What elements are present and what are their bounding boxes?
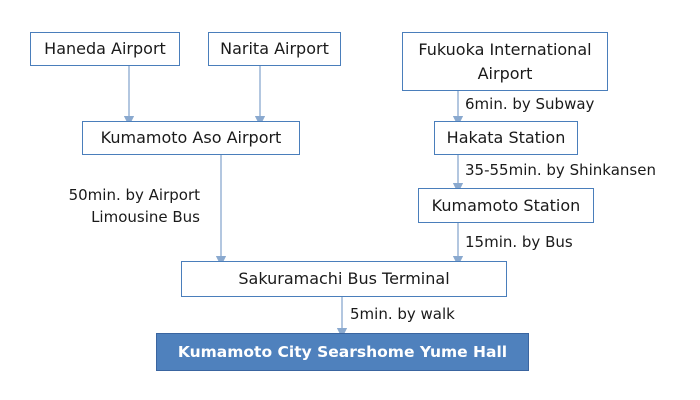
route-limousine-line1: 50min. by Airport xyxy=(68,186,200,204)
route-bus-label: 15min. by Bus xyxy=(465,233,573,251)
node-label-line1: Fukuoka International xyxy=(418,40,592,60)
node-label: Kumamoto Station xyxy=(431,195,581,215)
node-narita-airport: Narita Airport xyxy=(208,32,341,66)
node-label: Narita Airport xyxy=(220,39,329,59)
node-label: Kumamoto Aso Airport xyxy=(100,128,282,148)
route-limousine-label: 50min. by Airport Limousine Bus xyxy=(42,185,200,229)
node-destination-yume-hall: Kumamoto City Searshome Yume Hall xyxy=(156,333,529,371)
route-walk-label: 5min. by walk xyxy=(350,305,455,323)
node-fukuoka-airport: Fukuoka International Airport xyxy=(402,32,608,91)
node-label: Haneda Airport xyxy=(44,39,166,59)
route-subway-label: 6min. by Subway xyxy=(465,95,595,113)
node-label: Sakuramachi Bus Terminal xyxy=(238,269,450,289)
node-haneda-airport: Haneda Airport xyxy=(30,32,180,66)
node-kumamoto-aso-airport: Kumamoto Aso Airport xyxy=(82,121,300,155)
route-limousine-line2: Limousine Bus xyxy=(91,207,200,226)
node-sakuramachi-bus-terminal: Sakuramachi Bus Terminal xyxy=(181,261,507,297)
route-shinkansen-label: 35-55min. by Shinkansen xyxy=(465,161,656,179)
node-hakata-station: Hakata Station xyxy=(434,121,578,155)
node-kumamoto-station: Kumamoto Station xyxy=(418,188,594,223)
node-label: Kumamoto City Searshome Yume Hall xyxy=(177,342,508,361)
node-label: Hakata Station xyxy=(446,128,566,148)
node-label-line2: Airport xyxy=(477,63,533,83)
